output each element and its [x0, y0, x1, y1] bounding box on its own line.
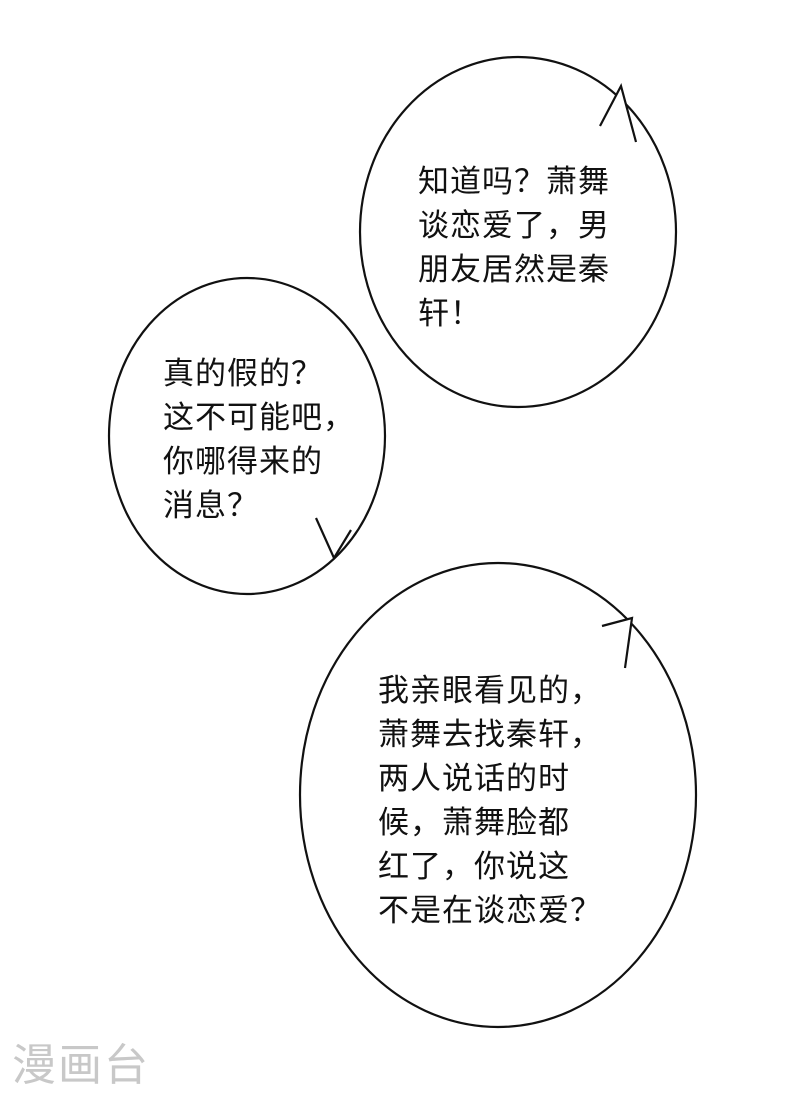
speech-bubble-1 [358, 55, 678, 409]
bubble-1-line: 轩！ [418, 296, 482, 332]
speech-bubble-3 [298, 561, 698, 1029]
bubble-1-text: 知道吗？萧舞 谈恋爱了，男 朋友居然是秦 轩！ [418, 160, 610, 336]
bubble-3-line: 两人说话的时 [378, 761, 570, 797]
bubble-2-line: 真的假的？ [163, 356, 323, 392]
bubble-1-line: 谈恋爱了，男 [418, 208, 610, 244]
bubble-2-line: 消息？ [163, 488, 259, 524]
bubble-2-text: 真的假的？ 这不可能吧， 你哪得来的 消息？ [163, 352, 355, 528]
bubble-2-line: 这不可能吧， [163, 400, 355, 436]
bubble-2-line: 你哪得来的 [163, 444, 323, 480]
bubble-3-line: 不是在谈恋爱？ [378, 893, 602, 929]
bubble-3-line: 红了，你说这 [378, 849, 570, 885]
bubble-1-line: 知道吗？萧舞 [418, 164, 610, 200]
bubble-3-line: 萧舞去找秦轩， [378, 717, 602, 753]
bubble-3-text: 我亲眼看见的， 萧舞去找秦轩， 两人说话的时 候，萧舞脸都 红了，你说这 不是在… [378, 669, 602, 933]
watermark-logo: 漫画台 [12, 1040, 150, 1091]
bubble-3-line: 我亲眼看见的， [378, 673, 602, 709]
bubble-3-line: 候，萧舞脸都 [378, 805, 570, 841]
speech-bubble-2 [107, 276, 387, 596]
bubble-1-line: 朋友居然是秦 [418, 252, 610, 288]
